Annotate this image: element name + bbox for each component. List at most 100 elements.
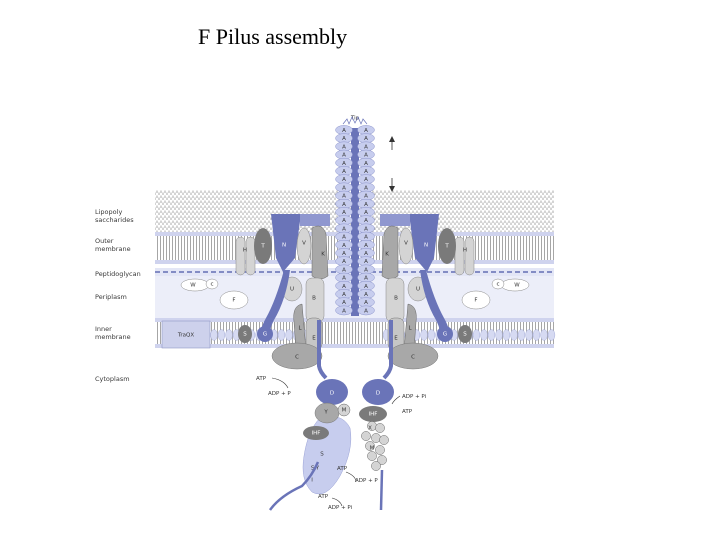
- protein-w-left-label: W: [190, 283, 196, 289]
- pilin-subunit-label: A: [364, 235, 368, 241]
- protein-l-left-label: L: [298, 326, 302, 332]
- protein-e-left-label: E: [312, 336, 316, 342]
- pilin-subunit: [335, 305, 353, 316]
- left-assembly: H T N V K U B L E C G S W: [180, 214, 348, 405]
- protein-s-cyto-label: S: [320, 452, 324, 458]
- pilin-subunit-label: A: [364, 136, 368, 142]
- label-inner-2: membrane: [95, 333, 131, 341]
- protein-v-left: [296, 227, 312, 265]
- protein-k-left-label: K: [321, 252, 325, 258]
- label-outer-1: Outer: [95, 237, 114, 245]
- cytoplasmic-complex: ATP ADP + P ADP + Pi ATP S-Y S I Y M IHF…: [256, 376, 427, 511]
- lipid-head: [285, 329, 293, 341]
- protein-c-left-label: C: [295, 355, 299, 361]
- protein-m-label: M: [342, 408, 347, 414]
- label-lps-1: Lipopoly: [95, 208, 122, 216]
- lipid-head: [540, 329, 548, 341]
- protein-c-left: [271, 342, 323, 370]
- reaction-adp-1: ADP + P: [268, 391, 291, 397]
- label-inner-1: Inner: [95, 325, 112, 333]
- pilin-subunit-label: A: [364, 194, 368, 200]
- pilin-subunit-label: A: [364, 243, 368, 249]
- protein-d-left: [316, 379, 348, 405]
- pilin-subunit-label: A: [342, 284, 346, 290]
- lipid-head: [502, 329, 511, 341]
- dna-bead: [375, 423, 385, 433]
- dna-strand-right: [379, 469, 384, 511]
- protein-u-left-label: U: [290, 287, 294, 293]
- reaction-adp-pi-1: ADP + Pi: [402, 394, 427, 400]
- lipid-head: [472, 329, 481, 341]
- pilin-subunit-label: A: [364, 284, 368, 290]
- lipid-head: [495, 329, 503, 341]
- label-outer-2: membrane: [95, 245, 131, 253]
- pilin-subunit-label: A: [342, 210, 346, 216]
- pilin-subunit-label: A: [364, 177, 368, 183]
- protein-s-right-label: S: [463, 332, 467, 338]
- pilin-subunit-label: A: [342, 235, 346, 241]
- protein-g-left-label: G: [263, 332, 267, 338]
- protein-ihf-right-label: IHF: [369, 412, 378, 418]
- pilin-subunit-label: A: [342, 276, 346, 282]
- dna-strand-left: [268, 461, 320, 511]
- protein-l-right-label: L: [408, 326, 412, 332]
- protein-h-left-label: H: [243, 248, 247, 254]
- pilin-subunit-label: A: [364, 202, 368, 208]
- protein-b-right-label: B: [394, 296, 398, 302]
- protein-h-left: [235, 236, 246, 276]
- protein-b-left-label: B: [312, 296, 316, 302]
- reaction-atp-3: ATP: [318, 494, 329, 500]
- pilin-subunit-label: A: [364, 300, 368, 306]
- lipid-head: [525, 329, 533, 341]
- lipid-head: [210, 329, 218, 341]
- lipid-head: [510, 329, 518, 341]
- protein-n-left: [271, 214, 301, 272]
- pilin-subunit-label: A: [342, 226, 346, 232]
- lipid-head: [487, 329, 496, 341]
- pilin-subunit: [357, 305, 375, 316]
- reaction-adp-2-prefix: ATP: [337, 466, 348, 472]
- pilin-subunit-label: A: [342, 292, 346, 298]
- pilin-subunit-label: A: [364, 153, 368, 159]
- dna-bead-chain: [361, 421, 389, 471]
- protein-s-left: [238, 325, 252, 343]
- protein-ihf-right: [359, 406, 387, 422]
- lipid-head: [420, 329, 428, 341]
- pilin-subunit-label: A: [342, 153, 346, 159]
- protein-ihf-left-label: IHF: [312, 431, 321, 437]
- pilin-subunit-label: A: [342, 161, 346, 167]
- protein-m: [337, 403, 351, 417]
- dna-bead: [377, 455, 387, 465]
- inner-membrane-band-top: [155, 318, 554, 322]
- pilin-subunit-label: A: [342, 300, 346, 306]
- pilin-subunit-label: A: [364, 267, 368, 273]
- lipid-head: [517, 329, 526, 341]
- protein-h-right-label: H: [463, 248, 467, 254]
- traqx-label: TraQX: [177, 333, 195, 339]
- dna-bead: [361, 431, 371, 441]
- protein-f-right-label: F: [474, 298, 477, 304]
- protein-v-right-label: V: [404, 241, 408, 247]
- pilus-tip-spikes: [342, 116, 368, 125]
- traqx-box: [161, 320, 211, 349]
- protein-v-left-label: V: [302, 241, 306, 247]
- pilin-subunit-label: A: [364, 259, 368, 265]
- protein-k-left: [311, 225, 329, 280]
- lipid-head: [532, 329, 541, 341]
- pilin-subunit-label: A: [342, 243, 346, 249]
- protein-f-left-label: F: [232, 298, 235, 304]
- pilin-subunit-label: A: [364, 210, 368, 216]
- protein-m2-label: M: [370, 446, 375, 452]
- reaction-adp-3: ADP + Pi: [328, 505, 353, 511]
- right-assembly-labels: H T N V K U B L E C G S W c F D: [376, 241, 520, 397]
- protein-t-left: [254, 228, 272, 264]
- protein-t-left-label: T: [260, 244, 265, 250]
- pilin-subunit-label: A: [342, 308, 346, 314]
- pilin-subunit-label: A: [364, 251, 368, 257]
- protein-c-small-right-label: c: [496, 282, 499, 288]
- protein-y-label: Y: [323, 410, 328, 416]
- protein-d-right-label: D: [376, 391, 380, 397]
- pilin-subunit-label: A: [364, 218, 368, 224]
- lipid-head: [427, 329, 436, 341]
- label-cytoplasm: Cytoplasm: [95, 375, 130, 383]
